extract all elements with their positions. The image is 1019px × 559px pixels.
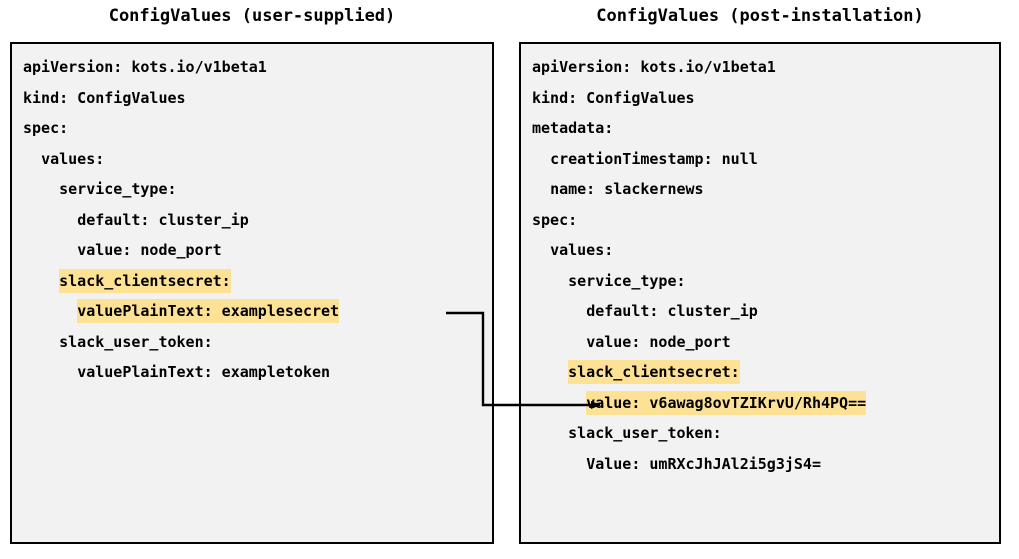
post-installation-line: slack_user_token: xyxy=(532,418,866,449)
post-installation-line: name: slackernews xyxy=(532,174,866,205)
code-text: slack_user_token: xyxy=(568,424,722,442)
config-values-post-installation-code: apiVersion: kots.io/v1beta1 kind: ConfigV… xyxy=(532,52,867,480)
post-installation-line: apiVersion: kots.io/v1beta1 xyxy=(532,52,866,83)
indent-spacer xyxy=(532,333,586,351)
indent-spacer xyxy=(532,272,568,290)
post-installation-line: values: xyxy=(532,235,866,266)
code-text: apiVersion: kots.io/v1beta1 xyxy=(23,58,267,76)
code-text: service_type: xyxy=(59,180,177,198)
code-text: default: cluster_ip xyxy=(77,210,249,229)
post-installation-line: slack_clientsecret: xyxy=(532,357,866,388)
indent-spacer xyxy=(532,150,550,168)
panel-right-box: apiVersion: kots.io/v1beta1 kind: ConfigV… xyxy=(519,42,1001,544)
post-installation-line: service_type: xyxy=(532,266,866,297)
user-supplied-line: value: node_port xyxy=(23,235,339,266)
post-installation-line: metadata: xyxy=(532,113,866,144)
post-installation-line: value: node_port xyxy=(532,327,866,358)
post-installation-line: creationTimestamp: null xyxy=(532,144,866,175)
indent-spacer xyxy=(532,455,586,473)
code-text: kind: ConfigValues xyxy=(23,88,186,107)
user-supplied-line: default: cluster_ip xyxy=(23,205,339,236)
user-supplied-line: apiVersion: kots.io/v1beta1 xyxy=(23,52,339,83)
user-supplied-line: service_type: xyxy=(23,174,339,205)
code-text: Value: umRXcJhJAl2i5g3jS4= xyxy=(586,454,821,473)
code-text: name: slackernews xyxy=(550,180,704,198)
code-text: values: xyxy=(550,241,614,259)
indent-spacer xyxy=(532,302,586,320)
indent-spacer xyxy=(23,363,77,381)
code-text: default: cluster_ip xyxy=(586,302,758,320)
indent-spacer xyxy=(532,394,586,412)
code-text: metadata: xyxy=(532,119,614,137)
indent-spacer xyxy=(23,241,77,259)
indent-spacer xyxy=(532,241,550,259)
indent-spacer xyxy=(23,150,41,168)
post-installation-line: value: v6awag8ovTZIKrvU/Rh4PQ== xyxy=(532,388,867,419)
code-text: service_type: xyxy=(568,271,686,290)
highlighted-code-text: slack_clientsecret: xyxy=(59,268,231,293)
indent-spacer xyxy=(23,302,77,320)
indent-spacer xyxy=(23,180,59,198)
code-text: values: xyxy=(41,149,105,168)
panel-post-installation: ConfigValues (post-installation) apiVers… xyxy=(519,0,1001,546)
indent-spacer xyxy=(23,272,59,290)
code-text: value: node_port xyxy=(77,241,222,259)
user-supplied-line: valuePlainText: examplesecret xyxy=(23,296,340,327)
highlighted-code-text: value: v6awag8ovTZIKrvU/Rh4PQ== xyxy=(586,390,867,415)
code-text: kind: ConfigValues xyxy=(532,88,695,107)
post-installation-line: spec: xyxy=(532,205,866,236)
code-text: spec: xyxy=(532,210,578,229)
user-supplied-line: spec: xyxy=(23,113,339,144)
panel-right-title: ConfigValues (post-installation) xyxy=(596,6,924,26)
post-installation-line: kind: ConfigValues xyxy=(532,83,866,114)
code-text: slack_user_token: xyxy=(59,332,213,351)
user-supplied-line: slack_user_token: xyxy=(23,327,339,358)
user-supplied-line: valuePlainText: exampletoken xyxy=(23,357,339,388)
highlighted-code-text: valuePlainText: examplesecret xyxy=(77,299,340,323)
code-text: creationTimestamp: null xyxy=(550,149,758,168)
user-supplied-line: kind: ConfigValues xyxy=(23,83,339,114)
code-text: spec: xyxy=(23,119,69,137)
panel-left-title: ConfigValues (user-supplied) xyxy=(108,6,396,26)
code-text: valuePlainText: exampletoken xyxy=(77,363,331,381)
code-text: value: node_port xyxy=(586,332,731,351)
post-installation-line: default: cluster_ip xyxy=(532,296,866,327)
panel-left-box: apiVersion: kots.io/v1beta1 kind: ConfigV… xyxy=(10,42,494,544)
indent-spacer xyxy=(532,180,550,198)
highlighted-code-text: slack_clientsecret: xyxy=(568,360,740,384)
panel-user-supplied: ConfigValues (user-supplied) apiVersion:… xyxy=(10,0,494,546)
config-values-user-supplied-code: apiVersion: kots.io/v1beta1 kind: ConfigV… xyxy=(23,52,340,388)
indent-spacer xyxy=(532,363,568,381)
user-supplied-line: values: xyxy=(23,144,339,175)
indent-spacer xyxy=(23,211,77,229)
post-installation-line: Value: umRXcJhJAl2i5g3jS4= xyxy=(532,449,866,480)
user-supplied-line: slack_clientsecret: xyxy=(23,266,339,297)
code-text: apiVersion: kots.io/v1beta1 xyxy=(532,58,776,76)
indent-spacer xyxy=(23,333,59,351)
indent-spacer xyxy=(532,424,568,442)
